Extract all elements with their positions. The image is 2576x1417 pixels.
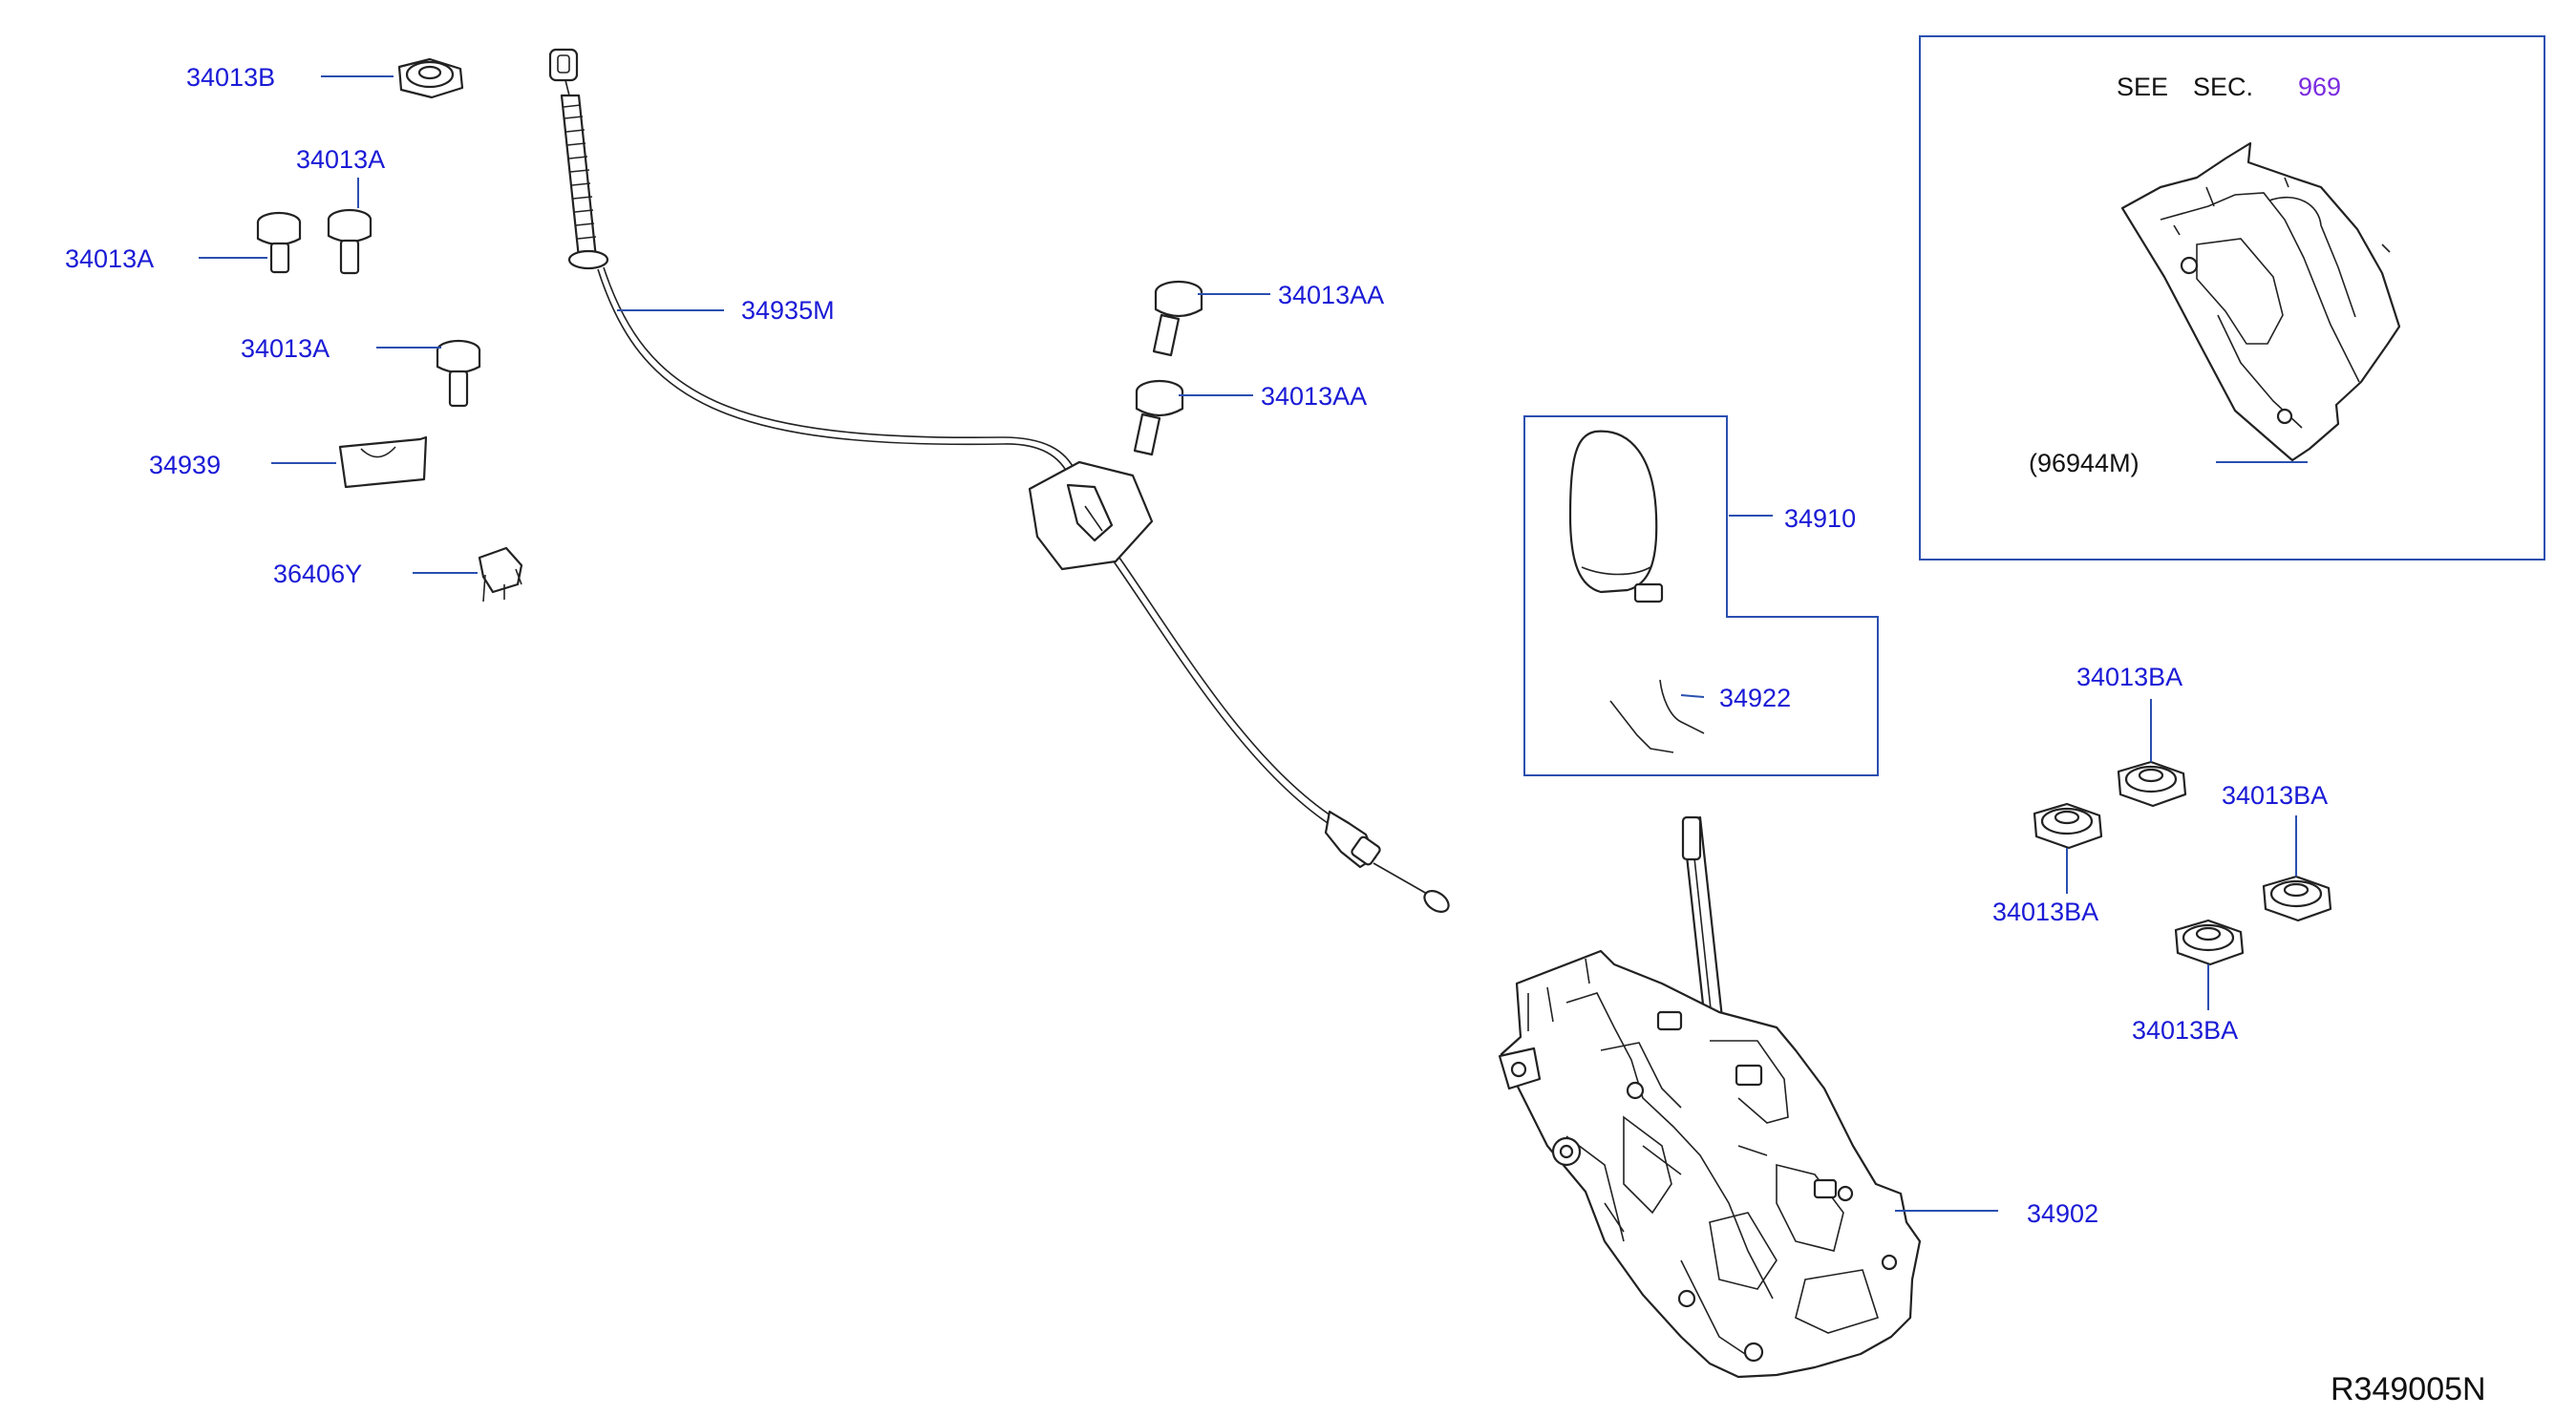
bolt-34013aa-2[interactable] xyxy=(1133,379,1253,456)
label-34922[interactable]: 34922 xyxy=(1719,684,1791,712)
bolt-34013a-top[interactable] xyxy=(327,178,373,275)
nut-34013ba-4[interactable] xyxy=(2174,919,2245,1010)
label-34013aa-2[interactable]: 34013AA xyxy=(1261,382,1367,411)
bolt-34013aa-1[interactable] xyxy=(1152,280,1270,357)
label-34939[interactable]: 34939 xyxy=(149,451,221,479)
control-cable-34935m[interactable] xyxy=(548,48,1453,916)
label-34910[interactable]: 34910 xyxy=(1784,504,1856,533)
label-34013aa-1[interactable]: 34013AA xyxy=(1278,281,1384,309)
label-34013ba-3[interactable]: 34013BA xyxy=(2222,781,2328,810)
shift-boot-34922[interactable] xyxy=(1609,679,1705,753)
label-36406y[interactable]: 36406Y xyxy=(273,560,362,588)
bolt-34013a-left[interactable] xyxy=(199,211,302,274)
shift-knob-34910[interactable] xyxy=(1568,430,1773,603)
nut-34013ba-1[interactable] xyxy=(2117,699,2187,808)
see-text: SEE xyxy=(2117,73,2168,101)
label-34935m[interactable]: 34935M xyxy=(741,296,835,325)
nut-34013ba-3[interactable] xyxy=(2262,815,2332,922)
console-finisher-96944m[interactable] xyxy=(2120,141,2401,463)
knob-group-box xyxy=(1523,415,1879,776)
clip-36406y[interactable] xyxy=(413,546,523,603)
label-34013ba-1[interactable]: 34013BA xyxy=(2076,663,2182,691)
label-34013a-mid[interactable]: 34013A xyxy=(241,334,330,363)
label-34013b[interactable]: 34013B xyxy=(186,63,275,92)
nut-34013ba-2[interactable] xyxy=(2033,802,2103,894)
label-34013a-left[interactable]: 34013A xyxy=(65,244,154,273)
bolt-34013a-mid[interactable] xyxy=(376,339,481,408)
label-34013a-top[interactable]: 34013A xyxy=(296,145,385,174)
label-34013ba-2[interactable]: 34013BA xyxy=(1992,898,2098,926)
label-34902[interactable]: 34902 xyxy=(2027,1199,2098,1228)
diagram-reference-code: R349005N xyxy=(2331,1371,2486,1407)
label-34013ba-4[interactable]: 34013BA xyxy=(2132,1016,2238,1045)
sec-text: SEC. xyxy=(2193,73,2253,101)
nut-34013b[interactable] xyxy=(321,57,464,99)
section-number-link[interactable]: 969 xyxy=(2298,73,2341,101)
see-section-box xyxy=(1919,35,2545,560)
label-96944m[interactable]: (96944M) xyxy=(2029,449,2140,477)
bracket-34939[interactable] xyxy=(271,435,428,489)
shifter-assembly-34902[interactable] xyxy=(1498,815,1998,1379)
